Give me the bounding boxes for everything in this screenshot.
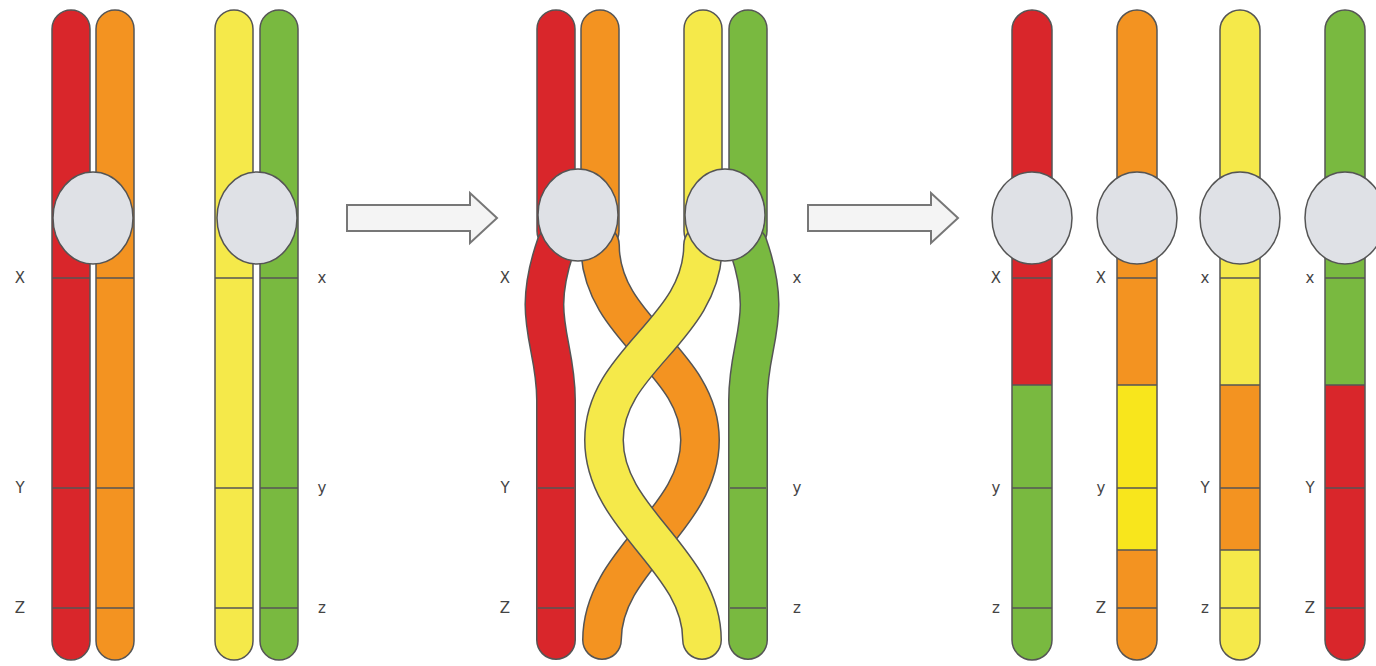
gene-label: X (500, 271, 510, 286)
process-arrow (347, 193, 497, 243)
gene-label: Y (1305, 481, 1314, 496)
gene-label: z (1201, 601, 1209, 616)
crossing-chromatids (537, 10, 767, 640)
gene-label: Y (15, 481, 24, 496)
gene-label: Z (1096, 601, 1106, 616)
gene-label: y (992, 481, 1001, 496)
gene-label: x (318, 271, 327, 286)
gene-label: Z (500, 601, 510, 616)
homologous-pair (52, 10, 298, 660)
recombinant-chromatids (992, 10, 1376, 660)
gene-label: Z (15, 601, 25, 616)
process-arrow (808, 193, 958, 243)
gene-label: Y (1200, 481, 1209, 496)
gene-label: Z (1305, 601, 1315, 616)
gene-label: x (1201, 271, 1210, 286)
gene-label: X (991, 271, 1001, 286)
gene-label: y (1097, 481, 1106, 496)
gene-label: z (793, 601, 801, 616)
gene-label: z (318, 601, 326, 616)
gene-label: X (15, 271, 25, 286)
gene-label: z (992, 601, 1000, 616)
gene-label: x (1306, 271, 1315, 286)
gene-label: X (1096, 271, 1106, 286)
gene-label: y (793, 481, 802, 496)
gene-label: x (793, 271, 802, 286)
gene-label: Y (500, 481, 509, 496)
gene-label: y (318, 481, 327, 496)
